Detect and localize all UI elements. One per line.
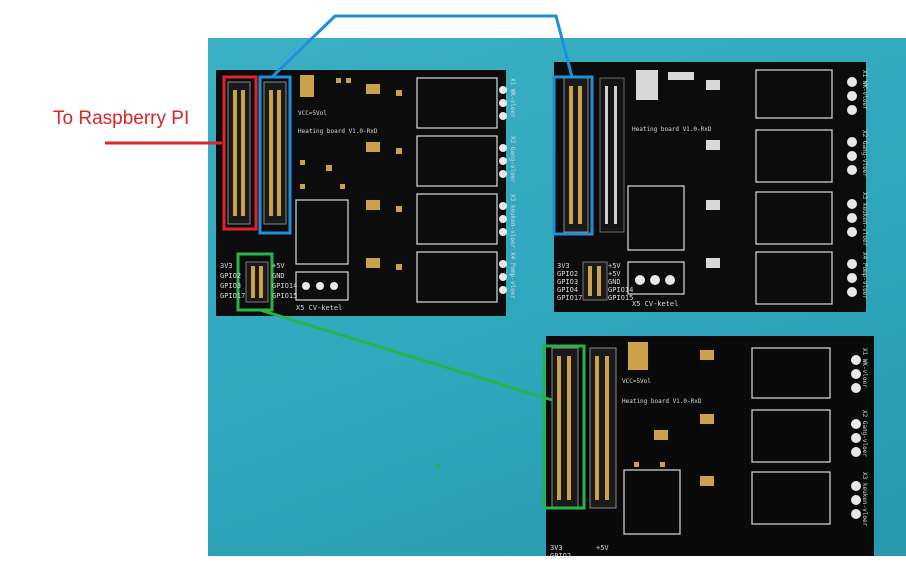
left-gpio-right-1: +5V [272, 262, 285, 270]
left-gpio-label-2: GPIO2 [220, 272, 242, 280]
bottom-relay-label-2: X2 Gang-vloer [861, 410, 868, 457]
right-gpio-label-5: GPIO17 [557, 294, 583, 302]
left-gpio-right-2: GND [272, 272, 285, 280]
right-gpio-right-5: GPIO15 [608, 294, 634, 302]
left-gpio-label-3: GPIO3 [220, 282, 242, 290]
left-relay-label-2: X2 Gang-vloer [509, 136, 516, 183]
right-relay-label-4: X4 Pomp-vloer [861, 252, 868, 299]
bottom-relay-label-1: X1 WK-vloer [861, 348, 868, 388]
right-relay-label-2: X2 Gang-vloer [861, 130, 868, 177]
left-board-power: VCC=5Vol [298, 110, 327, 117]
right-gpio-right-3: GND [608, 278, 621, 286]
left-relay-label-4: X4 Pomp-vloer [509, 252, 516, 299]
bottom-gpio-label-1: 3V3 [550, 544, 563, 552]
bottom-board-power: VCC=5Vol [622, 378, 651, 385]
blue-highlight-box-left [258, 75, 292, 235]
right-board-title: Heating board V1.0-RxD [632, 126, 712, 133]
right-gpio-label-1: 3V3 [557, 262, 570, 270]
blue-highlight-box-right [552, 75, 594, 236]
left-relay-label-1: X1 WK-vloer [509, 78, 516, 118]
right-relay-label-3: X3 keuken-vloer [861, 192, 868, 247]
right-gpio-right-4: GPIO14 [608, 286, 634, 294]
right-gpio-label-2: GPIO2 [557, 270, 579, 278]
left-board-bottom-label: X5 CV-ketel [296, 304, 343, 312]
left-board-title: Heating board V1.0-RxD [298, 128, 378, 135]
left-gpio-label-4: GPIO17 [220, 292, 246, 300]
red-highlight-box [222, 75, 258, 231]
green-connector-line [259, 308, 553, 402]
bottom-gpio-label-2: GPIO2 [550, 552, 572, 560]
right-board-bottom-label: X5 CV-ketel [632, 300, 679, 308]
left-gpio-right-4: GPIO15 [272, 292, 298, 300]
bottom-relay-label-3: X3 keuken-vloer [861, 472, 868, 527]
bottom-board-title: Heating board V1.0-RxD [622, 398, 702, 405]
to-raspberry-pi-label: To Raspberry PI [53, 108, 190, 129]
left-relay-label-3: X3 keuken-vloer [509, 194, 516, 249]
right-relay-label-1: X1 WK-vloer [861, 70, 868, 110]
right-gpio-label-3: GPIO3 [557, 278, 579, 286]
green-highlight-box-left [236, 252, 274, 312]
pcb-left [216, 70, 507, 316]
left-gpio-right-3: GPIO14 [272, 282, 298, 290]
bottom-gpio-right-1: +5V [596, 544, 609, 552]
right-gpio-right-1: +5V [608, 262, 621, 270]
right-gpio-label-4: GPIO4 [557, 286, 579, 294]
pcb-right [554, 62, 866, 312]
blue-connector-line [270, 14, 574, 79]
left-gpio-label-1: 3V3 [220, 262, 233, 270]
right-gpio-right-2: +5V [608, 270, 621, 278]
pcb-bottom [546, 336, 874, 556]
green-highlight-box-right [542, 344, 586, 510]
